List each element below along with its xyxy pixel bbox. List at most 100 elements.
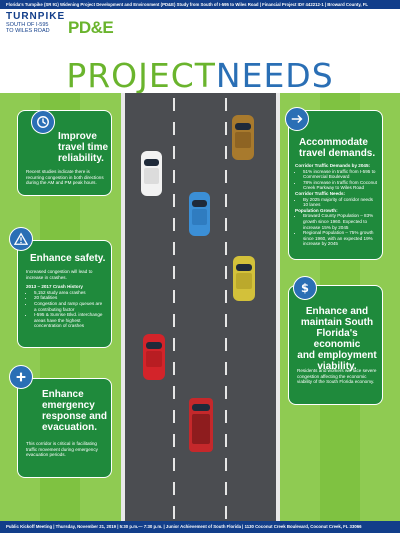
- lane-dash: [225, 314, 227, 327]
- logo-segment-text: SOUTH OF I-595: [6, 22, 49, 28]
- lane-dash: [173, 386, 175, 399]
- lane-dash: [225, 146, 227, 159]
- emergency-title-1: Enhance: [42, 389, 84, 400]
- logo-segment-text-2: TO WILES ROAD: [6, 28, 50, 34]
- lane-dash: [225, 458, 227, 471]
- lane-dash: [173, 170, 175, 183]
- list-item: 20 fatalities: [34, 295, 106, 301]
- economic-title-4: and employment: [297, 350, 377, 361]
- car-blue: [189, 192, 210, 236]
- list-item: 5,152 study area crashes: [34, 290, 106, 296]
- lane-dash: [225, 506, 227, 519]
- list-item: Congestion and ramp queues are a contrib…: [34, 301, 106, 312]
- lane-dash: [225, 362, 227, 375]
- list-item: Broward County Population – 83% growth s…: [303, 213, 379, 230]
- lane-dash: [173, 98, 175, 111]
- lane-dash: [173, 146, 175, 159]
- lane-dash: [173, 506, 175, 519]
- demands-heading-1: Corridor Traffic Demands by 2045:: [295, 163, 371, 168]
- lane-dash: [173, 410, 175, 423]
- economic-body: Residents and workers will face severe c…: [297, 368, 377, 385]
- economic-title-2: maintain South: [300, 317, 374, 328]
- page-title: PROJECTNEEDS: [0, 56, 400, 95]
- demands-bullet-list-2: By 2025 majority of corridor needs 10 la…: [295, 197, 379, 208]
- lane-dash: [225, 482, 227, 495]
- logo-pde-text: PD&E: [68, 18, 114, 37]
- lane-dash: [173, 482, 175, 495]
- svg-text:$: $: [301, 281, 309, 295]
- warning-icon: [9, 227, 33, 251]
- lane-dash: [225, 194, 227, 207]
- lane-dash: [173, 362, 175, 375]
- dollar-icon: $: [293, 276, 317, 300]
- truck-red: [189, 398, 213, 452]
- emergency-body: This corridor is critical in facilitatin…: [26, 441, 98, 458]
- lane-dash: [225, 122, 227, 135]
- economic-title-1: Enhance and: [305, 306, 369, 317]
- emergency-title-3: response and: [42, 411, 108, 422]
- card-economic: $ Enhance and maintain South Florida's e…: [288, 276, 383, 405]
- list-item: 78% increase in traffic from Coconut Cre…: [303, 180, 379, 191]
- lane-dash: [225, 170, 227, 183]
- card-travel-demands: Accommodate travel demands. Corridor Tra…: [285, 107, 383, 260]
- demands-heading-3: Population Growth:: [295, 207, 338, 213]
- car-red: [143, 334, 165, 380]
- demands-title-1: Accommodate: [299, 137, 368, 148]
- page-footer: Public Kickoff Meeting | Thursday, Novem…: [0, 521, 400, 533]
- economic-title-5: viability.: [317, 361, 357, 372]
- turnpike-logo: TURNPIKE SOUTH OF I-595 TO WILES ROAD PD…: [6, 11, 126, 38]
- title-needs: NEEDS: [215, 56, 334, 95]
- lane-dash: [225, 266, 227, 279]
- car-yellow: [233, 256, 255, 301]
- economic-title-3: Florida's economic: [313, 328, 361, 350]
- header-strip: Florida's Turnpike (SR 91) Widening Proj…: [0, 0, 400, 9]
- demands-bullet-list-3: Broward County Population – 83% growth s…: [295, 213, 379, 247]
- list-item: By 2025 majority of corridor needs 10 la…: [303, 197, 379, 208]
- safety-history-heading: 2013 – 2017 Crash History: [26, 284, 83, 290]
- car-brown: [232, 115, 254, 160]
- list-item: Regional Population – 75% growth since 1…: [303, 230, 379, 247]
- lane-dash: [173, 218, 175, 231]
- lane-dash: [225, 98, 227, 111]
- road-edge-right: [276, 93, 280, 521]
- title-project: PROJECT: [66, 56, 216, 95]
- lane-dash: [173, 290, 175, 303]
- demands-title-2: travel demands.: [299, 148, 376, 159]
- lane-dash: [173, 122, 175, 135]
- lane-dash: [173, 194, 175, 207]
- lane-dash: [173, 242, 175, 255]
- safety-bullet-list: 5,152 study area crashes 20 fatalities C…: [26, 290, 106, 329]
- safety-intro: Increased congestion will lead to increa…: [26, 269, 93, 280]
- list-item: I-595 & Sunrise Blvd. interchange areas …: [34, 312, 106, 329]
- lane-dash: [173, 314, 175, 327]
- travel-time-title-1: Improve: [58, 131, 97, 142]
- lane-dash: [173, 338, 175, 351]
- arrow-icon: [285, 107, 309, 131]
- list-item: 51% increase in traffic from I-595 to Co…: [303, 169, 379, 180]
- lane-dash: [225, 242, 227, 255]
- lane-dash: [225, 290, 227, 303]
- lane-dash: [225, 386, 227, 399]
- lane-dash: [173, 434, 175, 447]
- demands-bullet-list-1: 51% increase in traffic from I-595 to Co…: [295, 169, 379, 191]
- page-header: Florida's Turnpike (SR 91) Widening Proj…: [0, 0, 400, 40]
- lane-dash: [225, 218, 227, 231]
- plus-icon: [9, 365, 33, 389]
- lane-dash: [225, 410, 227, 423]
- logo-turnpike-text: TURNPIKE: [6, 11, 66, 22]
- travel-time-title-2: travel time: [58, 142, 109, 153]
- safety-title: Enhance safety.: [30, 253, 106, 264]
- card-travel-time: Improve travel time reliability. Recent …: [17, 110, 112, 196]
- emergency-title-2: emergency: [42, 400, 95, 411]
- card-emergency: Enhance emergency response and evacuatio…: [9, 365, 112, 478]
- lane-dash: [225, 338, 227, 351]
- lane-dash: [173, 266, 175, 279]
- card-safety: Enhance safety. Increased congestion wil…: [9, 227, 112, 348]
- lane-dash: [225, 434, 227, 447]
- lane-dash: [173, 458, 175, 471]
- travel-time-body: Recent studies indicate there is recurri…: [26, 169, 104, 186]
- travel-time-title-3: reliability.: [58, 153, 104, 164]
- demands-heading-2: Corridor Traffic Needs:: [295, 190, 346, 196]
- road-edge-left: [121, 93, 125, 521]
- car-white: [141, 151, 162, 196]
